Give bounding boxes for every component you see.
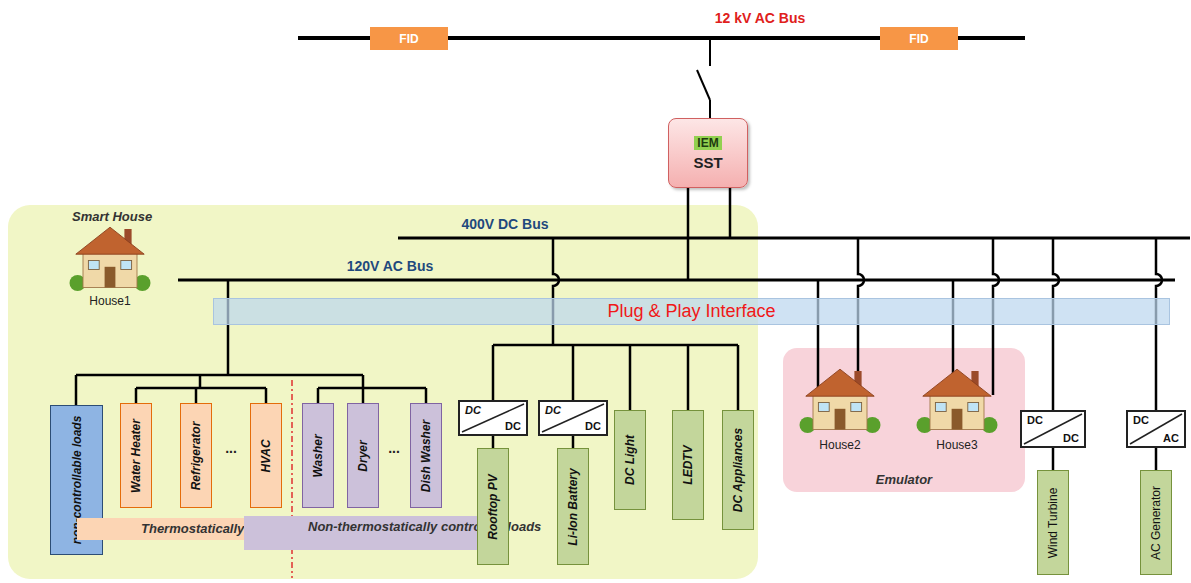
emulator-region-text: Emulator: [876, 472, 932, 487]
smart-house-region-text: Smart House: [72, 209, 152, 224]
source-box-text: Li-Ion Battery: [566, 468, 580, 545]
converter-box-text: DC: [465, 404, 481, 416]
solid-state-transformer-text: SST: [693, 154, 722, 171]
converter-box-text: DC: [505, 420, 521, 432]
feeder-device-text: FID: [909, 32, 928, 46]
connector: [1155, 448, 1158, 470]
load-box-text: Dish Washer: [419, 419, 433, 491]
load-box-text: Water Heater: [129, 419, 143, 493]
source-box: Li-Ion Battery: [557, 448, 589, 565]
converter-box-text: DC: [1063, 432, 1079, 444]
converter-box: DC DC: [458, 400, 528, 436]
converter-box: DC DC: [1020, 410, 1086, 448]
feeder-device-text: FID: [399, 32, 418, 46]
solid-state-transformer-text: IEM: [694, 136, 721, 150]
dc-bus-400v: [398, 237, 1190, 240]
source-box-text: Rooftop PV: [486, 474, 500, 539]
load-box-text: DC Appliances: [731, 428, 745, 512]
connector: [572, 436, 575, 448]
bus-label: 120V AC Bus: [347, 258, 434, 274]
bus-label: 400V DC Bus: [461, 216, 548, 232]
switch-lead: [709, 38, 711, 66]
load-box: DC Appliances: [722, 410, 754, 530]
interface-band: Plug & Play Interface: [213, 298, 1170, 325]
converter-box-text: AC: [1163, 432, 1179, 444]
load-box: Dish Washer: [410, 403, 442, 508]
converter-box-text: DC: [1133, 414, 1149, 426]
connector: [492, 436, 495, 448]
sst-wire: [729, 188, 732, 238]
emulator-region: Emulator: [783, 348, 1025, 492]
switch-lead: [709, 100, 711, 118]
converter-box: DC AC: [1126, 410, 1186, 448]
switch-blade: [697, 70, 710, 100]
source-box: Rooftop PV: [477, 448, 509, 565]
interface-band-text: Plug & Play Interface: [607, 301, 775, 322]
house-label: House3: [936, 438, 977, 452]
converter-box-text: DC: [545, 404, 561, 416]
load-box: LEDTV: [672, 410, 704, 520]
converter-box-text: DC: [585, 420, 601, 432]
source-box-text: AC Generator: [1149, 485, 1163, 559]
house-icon: [800, 369, 881, 433]
load-box-text: Dryer: [356, 440, 370, 471]
bus-wires: [76, 38, 1190, 410]
load-box: Washer: [302, 403, 334, 508]
load-box-text: LEDTV: [681, 445, 695, 484]
ellipsis: ...: [225, 440, 237, 456]
smart-house-ground: [8, 205, 758, 579]
ac-bus-120v: [178, 279, 1175, 282]
house-label: House1: [89, 294, 130, 308]
load-box-text: Refrigerator: [189, 421, 203, 490]
load-box-text: HVAC: [259, 439, 273, 472]
house-icon: [917, 369, 998, 433]
emulator-ground: [783, 348, 1025, 492]
load-box: Refrigerator: [180, 403, 212, 508]
house-label: House2: [819, 438, 860, 452]
group-tag: Non-thermostatically controlled loads: [244, 516, 488, 550]
load-box-text: DC Light: [623, 435, 637, 485]
load-box: Water Heater: [120, 403, 152, 508]
load-box: Dryer: [347, 403, 379, 508]
load-box-text: Washer: [311, 434, 325, 477]
connector: [1052, 448, 1055, 470]
ellipsis: ...: [388, 440, 400, 456]
feeder-device: FID: [370, 27, 448, 50]
solid-state-transformer: IEM SST: [668, 118, 748, 188]
load-box: DC Light: [614, 410, 646, 510]
load-box: HVAC: [250, 403, 282, 508]
source-box: Wind Turbine: [1037, 470, 1069, 575]
converter-box-text: DC: [1027, 414, 1043, 426]
house-icon: [70, 227, 151, 291]
bus-label: 12 kV AC Bus: [715, 10, 806, 26]
sst-wire: [687, 188, 690, 280]
feeder-device: FID: [880, 27, 958, 50]
source-box-text: Wind Turbine: [1046, 487, 1060, 558]
converter-box: DC DC: [538, 400, 608, 436]
source-box: AC Generator: [1140, 470, 1172, 575]
